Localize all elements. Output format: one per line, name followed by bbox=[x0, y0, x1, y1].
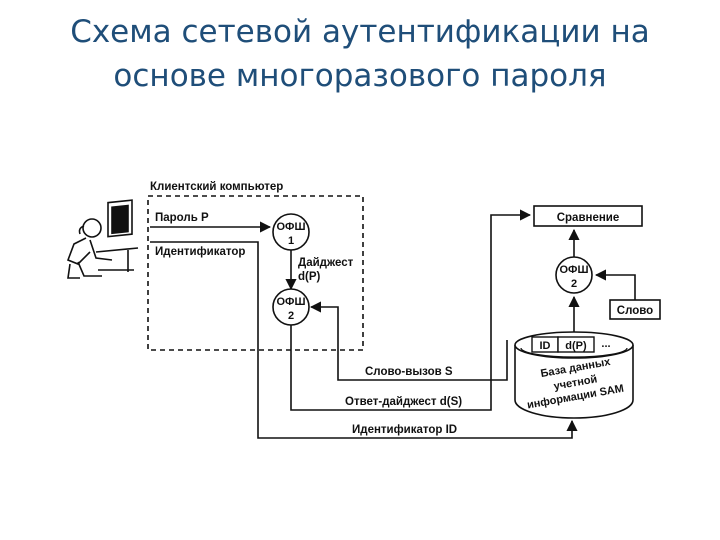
owf2-index: 2 bbox=[288, 310, 294, 322]
db-cell-dp bbox=[557, 336, 595, 353]
user-at-computer-icon bbox=[66, 199, 139, 279]
sam-database: ID d(P) ... База данных учетной информац… bbox=[514, 331, 634, 419]
slide-title: Схема сетевой аутентификации на основе м… bbox=[0, 10, 720, 98]
db-col-more: ... bbox=[601, 338, 610, 350]
word-to-owf-arrow bbox=[594, 269, 636, 300]
title-line-2: основе многоразового пароля bbox=[113, 58, 607, 94]
server-owf-label: ОФШ bbox=[560, 264, 589, 276]
digest-label-2: d(P) bbox=[298, 271, 321, 283]
db-col-id: ID bbox=[540, 340, 551, 352]
client-computer-box bbox=[147, 195, 364, 351]
identifier-label: Идентификатор bbox=[155, 246, 245, 258]
id-label: Идентификатор ID bbox=[352, 424, 457, 436]
identifier-arrow bbox=[150, 241, 578, 439]
challenge-label: Слово-вызов S bbox=[365, 366, 453, 378]
db-col-dp: d(P) bbox=[565, 340, 587, 352]
response-label: Ответ-дайджест d(S) bbox=[345, 396, 462, 408]
owf1-label: ОФШ bbox=[277, 221, 306, 233]
password-label: Пароль P bbox=[155, 212, 209, 224]
title-line-1: Схема сетевой аутентификации на bbox=[70, 14, 650, 50]
owf2-label: ОФШ bbox=[277, 296, 306, 308]
response-arrow bbox=[290, 209, 532, 411]
word-label: Слово bbox=[617, 305, 653, 317]
client-computer-label: Клиентский компьютер bbox=[150, 181, 283, 193]
challenge-arrow bbox=[309, 301, 508, 381]
digest-label-1: Дайджест bbox=[298, 257, 354, 269]
owf1-index: 1 bbox=[288, 235, 294, 247]
server-owf-index: 2 bbox=[571, 278, 577, 290]
compare-box bbox=[533, 205, 643, 227]
compare-label: Сравнение bbox=[557, 212, 620, 224]
